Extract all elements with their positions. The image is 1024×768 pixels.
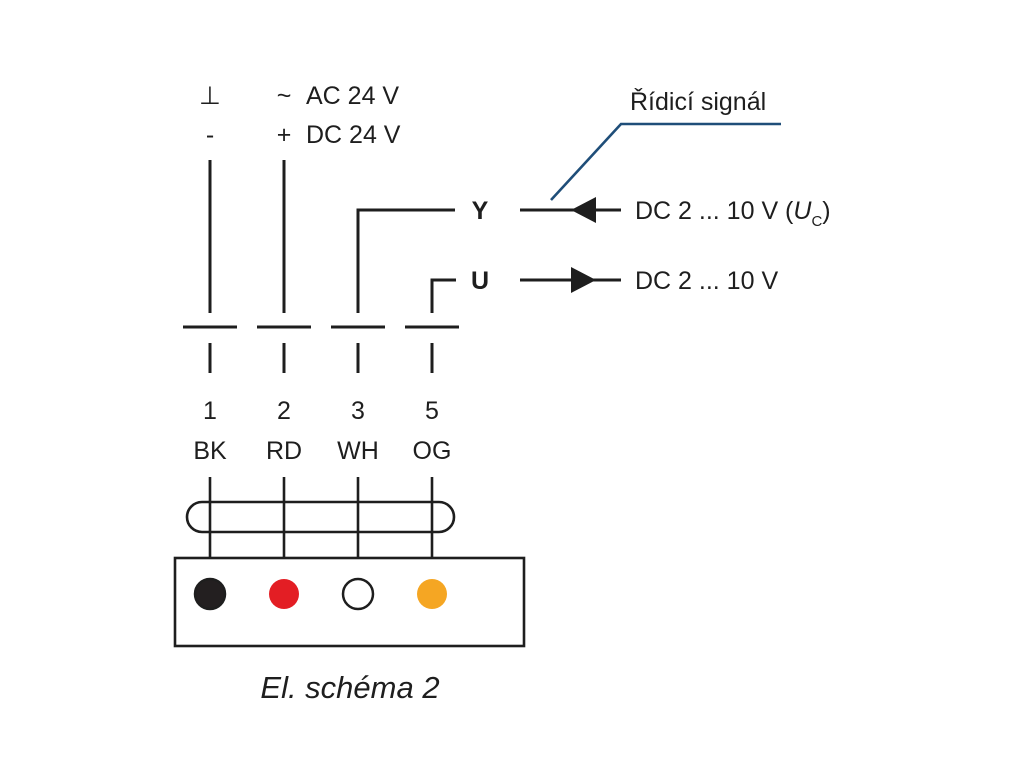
u-signal-value: DC 2 ... 10 V — [635, 267, 778, 295]
ac-supply-label: AC 24 V — [306, 82, 399, 110]
u-terminal-label: U — [471, 267, 489, 295]
control-signal-leader — [550, 122, 781, 201]
y-signal-value-sub: C — [811, 213, 822, 230]
terminal-dot-white — [341, 577, 375, 611]
minus-symbol: - — [206, 121, 214, 149]
y-signal-value-suffix: ) — [822, 197, 830, 225]
wire-code-bk: BK — [193, 437, 227, 465]
u-output-arrow — [571, 267, 596, 293]
control-signal-title: Řídicí signál — [630, 87, 766, 116]
cable-sheath — [185, 500, 456, 534]
y-signal-value: DC 2 ... 10 V (UC) — [635, 197, 831, 230]
diagram-caption: El. schéma 2 — [260, 670, 439, 705]
terminal-number-5: 5 — [425, 397, 439, 425]
lead-5-upper — [430, 278, 456, 313]
y-input-arrow — [571, 197, 596, 223]
wire-code-og: OG — [413, 437, 452, 465]
terminal-number-1: 1 — [203, 397, 217, 425]
dc-supply-label: DC 24 V — [306, 121, 401, 149]
wire-code-rd: RD — [266, 437, 302, 465]
y-signal-value-var: U — [793, 197, 812, 225]
wire-code-wh: WH — [337, 437, 379, 465]
terminal-number-2: 2 — [277, 397, 291, 425]
terminal-number-3: 3 — [351, 397, 365, 425]
terminal-dot-black — [193, 577, 227, 611]
y-terminal-label: Y — [472, 197, 489, 225]
terminal-dot-red — [269, 579, 299, 609]
ground-symbol: ⊥ — [199, 82, 221, 110]
tilde-symbol: ~ — [277, 82, 292, 110]
y-signal-value-prefix: DC 2 ... 10 V ( — [635, 197, 794, 225]
lead-3-upper — [356, 208, 455, 313]
terminal-dot-orange — [417, 579, 447, 609]
connector-box — [173, 556, 526, 648]
plus-symbol: + — [277, 121, 292, 149]
